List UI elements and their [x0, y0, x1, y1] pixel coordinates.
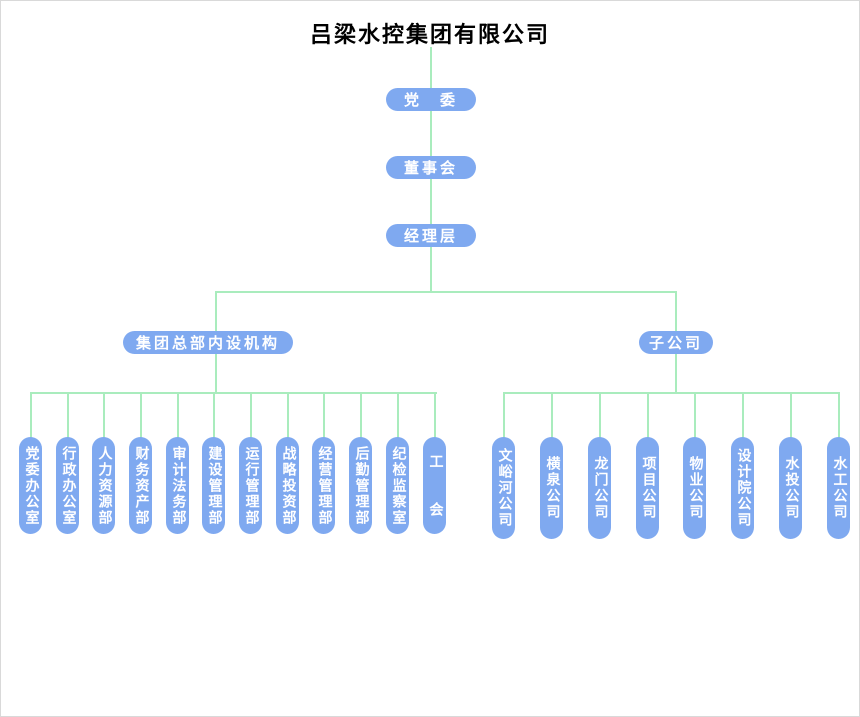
connector-line [430, 47, 432, 88]
node-property-company: 物业公司 [683, 437, 706, 539]
node-party-committee: 党 委 [386, 88, 476, 111]
node-construction-mgmt-dept: 建设管理部 [202, 437, 225, 534]
connector-line [213, 392, 215, 438]
node-hydraulic-eng-company: 水工公司 [827, 437, 850, 539]
connector-line [790, 392, 792, 438]
connector-line [67, 392, 69, 438]
node-strategic-investment-dept: 战略投资部 [276, 437, 299, 534]
connector-line [430, 111, 432, 156]
node-board-of-directors: 董事会 [386, 156, 476, 179]
node-subsidiaries: 子公司 [639, 331, 713, 354]
node-party-office: 党委办公室 [19, 437, 42, 534]
connector-line [599, 392, 601, 438]
page-title: 吕梁水控集团有限公司 [309, 22, 550, 47]
connector-line [215, 354, 217, 393]
connector-line [323, 392, 325, 438]
node-business-mgmt-dept: 经营管理部 [312, 437, 335, 534]
connector-line [397, 392, 399, 438]
connector-line [360, 392, 362, 438]
node-wenyuhe-company: 文峪河公司 [492, 437, 515, 539]
connector-line [30, 392, 32, 438]
node-water-investment-company: 水投公司 [779, 437, 802, 539]
connector-line [30, 392, 437, 394]
node-management-level: 经理层 [386, 224, 476, 247]
node-discipline-inspection-office: 纪检监察室 [386, 437, 409, 534]
connector-line [215, 291, 217, 331]
connector-line [430, 179, 432, 224]
connector-line [250, 392, 252, 438]
connector-line [430, 247, 432, 292]
connector-line [287, 392, 289, 438]
node-logistics-mgmt-dept: 后勤管理部 [349, 437, 372, 534]
connector-line [675, 291, 677, 331]
connector-line [742, 392, 744, 438]
connector-line [694, 392, 696, 438]
connector-line [675, 354, 677, 393]
node-hq-internal-orgs: 集团总部内设机构 [123, 331, 293, 354]
connector-line [434, 392, 436, 438]
connector-line [103, 392, 105, 438]
node-project-company: 项目公司 [636, 437, 659, 539]
node-labor-union: 工 会 [423, 437, 446, 534]
node-hr-dept: 人力资源部 [92, 437, 115, 534]
connector-line [177, 392, 179, 438]
node-admin-office: 行政办公室 [56, 437, 79, 534]
node-audit-legal-dept: 审计法务部 [166, 437, 189, 534]
connector-line [503, 392, 840, 394]
connector-line [838, 392, 840, 438]
node-longmen-company: 龙门公司 [588, 437, 611, 539]
node-design-institute-company: 设计院公司 [731, 437, 754, 539]
connector-line [215, 291, 677, 293]
connector-line [503, 392, 505, 438]
connector-line [551, 392, 553, 438]
connector-line [647, 392, 649, 438]
connector-line [140, 392, 142, 438]
node-operation-mgmt-dept: 运行管理部 [239, 437, 262, 534]
node-hengquan-company: 横泉公司 [540, 437, 563, 539]
node-finance-assets-dept: 财务资产部 [129, 437, 152, 534]
